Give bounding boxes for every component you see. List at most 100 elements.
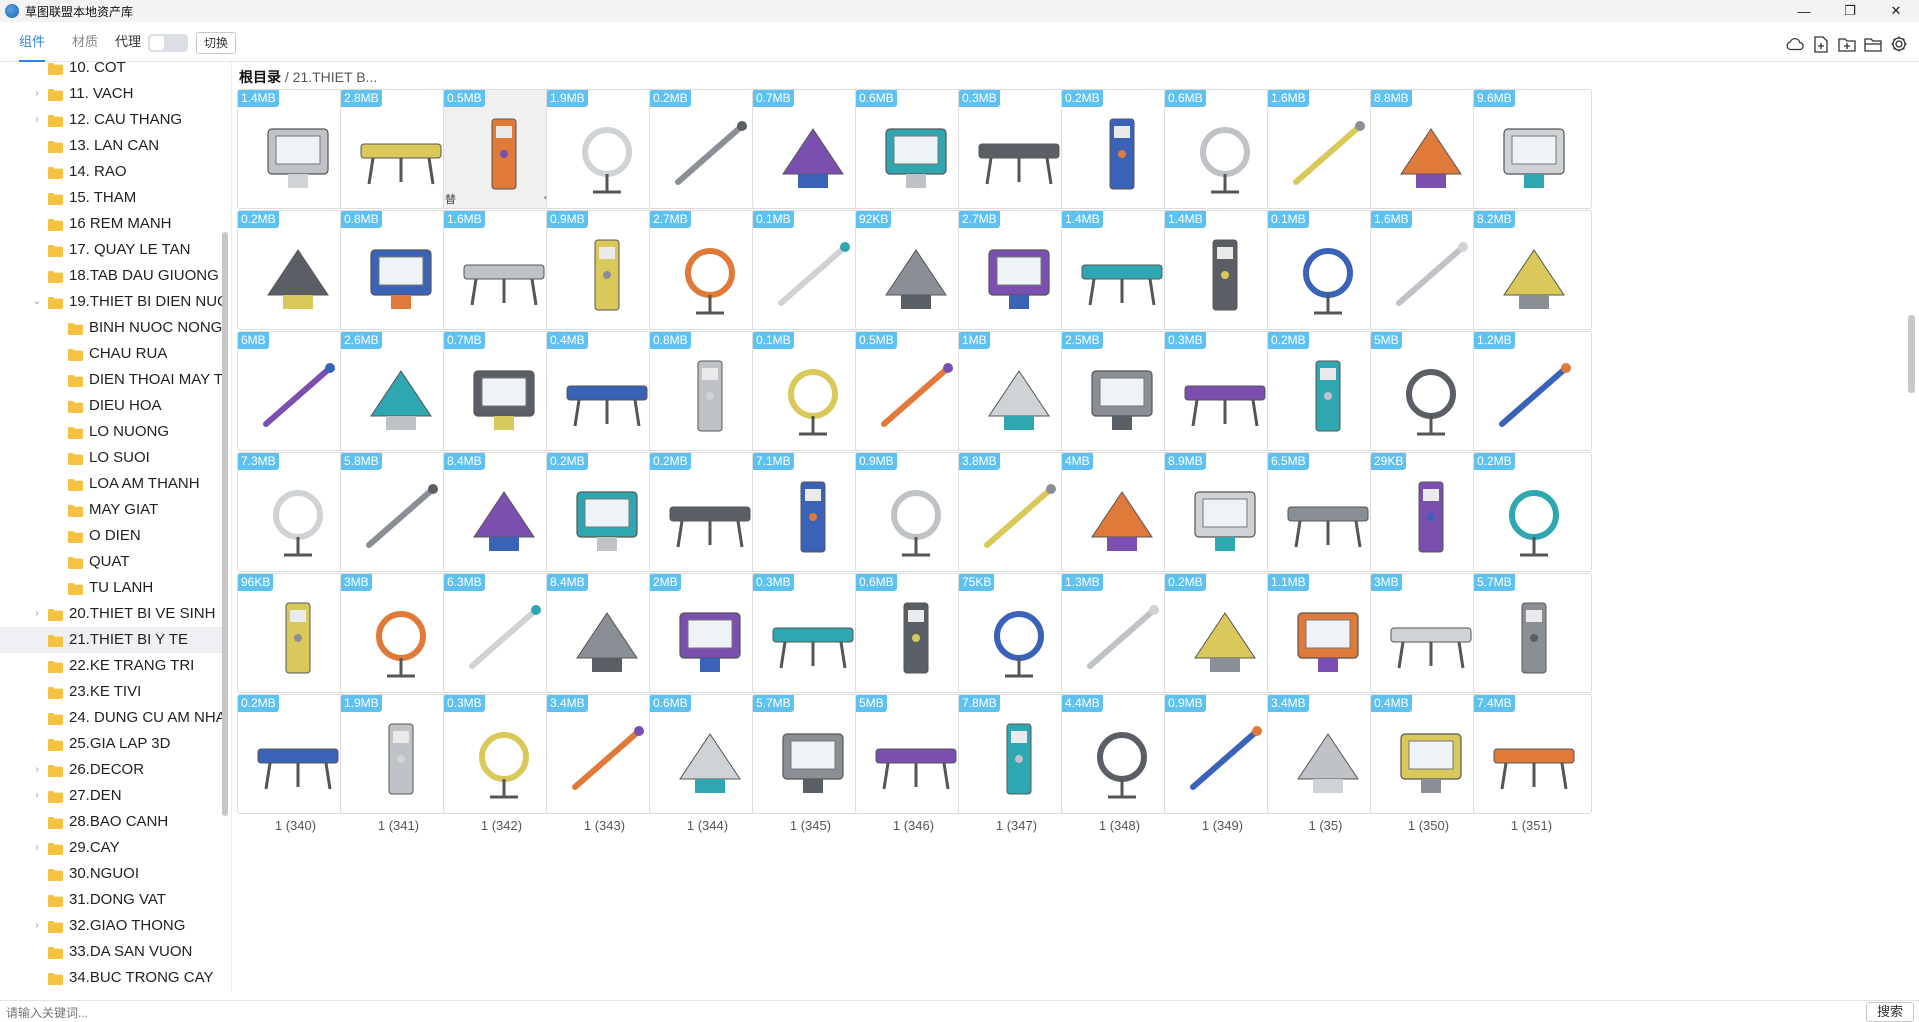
asset-card[interactable]: 3.4MB	[1267, 694, 1386, 814]
asset-card[interactable]: 5MB	[855, 694, 974, 814]
asset-card[interactable]: 8.8MB	[1370, 89, 1489, 209]
sidebar-item[interactable]: 34.BUC TRONG CAY	[0, 965, 224, 991]
open-folder-icon[interactable]	[1863, 34, 1883, 54]
asset-card[interactable]: 0.2MB	[649, 452, 768, 572]
sidebar-item[interactable]: ›29.CAY	[0, 835, 224, 861]
asset-card[interactable]: 3.8MB	[958, 452, 1077, 572]
sidebar-item[interactable]: 30.NGUOI	[0, 861, 224, 887]
sidebar-item[interactable]: LO SUOI	[0, 445, 224, 471]
chevron-right-icon[interactable]: ›	[35, 764, 39, 775]
sidebar-item[interactable]: TU LANH	[0, 575, 224, 601]
chevron-right-icon[interactable]: ›	[35, 790, 39, 801]
asset-card[interactable]: 0.3MB	[443, 694, 562, 814]
sidebar-item[interactable]: 33.DA SAN VUON	[0, 939, 224, 965]
asset-card[interactable]: 9.6MB	[1473, 89, 1592, 209]
asset-card[interactable]: 8.4MB	[546, 573, 665, 693]
asset-card[interactable]: 0.3MB	[752, 573, 871, 693]
asset-card[interactable]: 6MB	[237, 331, 356, 451]
asset-card[interactable]: 0.2MB	[1164, 573, 1283, 693]
replace-button[interactable]: 替	[445, 194, 456, 206]
asset-card[interactable]: 75KB	[958, 573, 1077, 693]
asset-card[interactable]: 0.2MB	[1267, 331, 1386, 451]
asset-card[interactable]: 0.6MB	[855, 573, 974, 693]
asset-card[interactable]: 4MB	[1061, 452, 1180, 572]
sidebar-item[interactable]: 31.DONG VAT	[0, 887, 224, 913]
sidebar-item[interactable]: 23.KE TIVI	[0, 679, 224, 705]
asset-card[interactable]: 0.1MB	[752, 210, 871, 330]
asset-card[interactable]: 1.9MB	[340, 694, 459, 814]
asset-card[interactable]: 0.9MB	[1164, 694, 1283, 814]
asset-card[interactable]: 8.4MB	[443, 452, 562, 572]
close-button[interactable]: ✕	[1890, 3, 1902, 18]
new-file-icon[interactable]	[1811, 34, 1831, 54]
sidebar-item[interactable]: LO NUONG	[0, 419, 224, 445]
asset-card[interactable]: 0.3MB	[1164, 331, 1283, 451]
asset-card[interactable]: 0.8MB	[649, 331, 768, 451]
asset-card[interactable]: 8.9MB	[1164, 452, 1283, 572]
asset-card[interactable]: 0.2MB	[1473, 452, 1592, 572]
sidebar-item[interactable]: 22.KE TRANG TRI	[0, 653, 224, 679]
sidebar-item[interactable]: 15. THAM	[0, 185, 224, 211]
sidebar-item[interactable]: ⌄19.THIET BI DIEN NUOC	[0, 289, 224, 315]
tab-components[interactable]: 组件	[19, 22, 46, 62]
asset-card[interactable]: 1.3MB	[1061, 573, 1180, 693]
sidebar-item[interactable]: BINH NUOC NONG	[0, 315, 224, 341]
asset-card[interactable]: 5.7MB	[752, 694, 871, 814]
asset-card[interactable]: 0.6MB	[649, 694, 768, 814]
asset-card[interactable]: 0.2MB	[237, 694, 356, 814]
asset-card[interactable]: 4.4MB	[1061, 694, 1180, 814]
sidebar-item[interactable]: DIEN THOAI MAY TI	[0, 367, 224, 393]
asset-card[interactable]: 0.6MB	[855, 89, 974, 209]
sidebar-item[interactable]: ›20.THIET BI VE SINH	[0, 601, 224, 627]
sidebar-item[interactable]: 18.TAB DAU GIUONG	[0, 263, 224, 289]
asset-card[interactable]: 1.4MB	[1164, 210, 1283, 330]
search-input[interactable]	[6, 1003, 1862, 1022]
asset-card[interactable]: 7.3MB	[237, 452, 356, 572]
asset-card[interactable]: 6.5MB	[1267, 452, 1386, 572]
asset-card[interactable]: 0.2MB	[1061, 89, 1180, 209]
chevron-right-icon[interactable]: ›	[35, 88, 39, 99]
grid-scrollbar[interactable]	[1908, 315, 1915, 393]
asset-card[interactable]: 8.2MB	[1473, 210, 1592, 330]
sidebar-item[interactable]: ›12. CAU THANG	[0, 107, 224, 133]
asset-card[interactable]: 0.9MB	[855, 452, 974, 572]
sidebar-item[interactable]: ›32.GIAO THONG	[0, 913, 224, 939]
sidebar-item[interactable]: 25.GIA LAP 3D	[0, 731, 224, 757]
asset-card[interactable]: 3MB	[340, 573, 459, 693]
asset-card[interactable]: 1.2MB	[1473, 331, 1592, 451]
sidebar-item[interactable]: QUAT	[0, 549, 224, 575]
asset-card[interactable]: 0.7MB	[443, 331, 562, 451]
sidebar-item[interactable]: 13. LAN CAN	[0, 133, 224, 159]
tab-materials[interactable]: 材质	[72, 34, 99, 49]
sidebar-item[interactable]: O DIEN	[0, 523, 224, 549]
asset-card[interactable]: 0.1MB	[1267, 210, 1386, 330]
asset-card[interactable]: 1.6MB	[1370, 210, 1489, 330]
asset-card[interactable]: 96KB	[237, 573, 356, 693]
sidebar-item[interactable]: 21.THIET BI Y TE	[0, 627, 224, 653]
asset-card[interactable]: 0.4MB	[546, 331, 665, 451]
asset-card[interactable]: 2.6MB	[340, 331, 459, 451]
sidebar-item[interactable]: LOA AM THANH	[0, 471, 224, 497]
asset-card[interactable]: 6.3MB	[443, 573, 562, 693]
asset-card[interactable]: 2.8MB	[340, 89, 459, 209]
sidebar-item[interactable]: ›27.DEN	[0, 783, 224, 809]
asset-card[interactable]: 1.6MB	[1267, 89, 1386, 209]
asset-card[interactable]: 5.7MB	[1473, 573, 1592, 693]
asset-card[interactable]: 1.4MB	[1061, 210, 1180, 330]
sidebar-item[interactable]: 24. DUNG CU AM NHAC	[0, 705, 224, 731]
switch-button[interactable]: 切换	[196, 32, 236, 54]
chevron-right-icon[interactable]: ›	[35, 920, 39, 931]
asset-card[interactable]: 0.5MB	[855, 331, 974, 451]
breadcrumb-root[interactable]: 根目录	[239, 69, 281, 85]
asset-card[interactable]: 1.9MB	[546, 89, 665, 209]
sidebar-item[interactable]: 28.BAO CANH	[0, 809, 224, 835]
sidebar-item[interactable]: 16 REM MANH	[0, 211, 224, 237]
asset-card[interactable]: 0.4MB	[1370, 694, 1489, 814]
asset-card[interactable]: 2.5MB	[1061, 331, 1180, 451]
sidebar-item[interactable]: CHAU RUA	[0, 341, 224, 367]
asset-card[interactable]: 5MB	[1370, 331, 1489, 451]
sidebar-item[interactable]: DIEU HOA	[0, 393, 224, 419]
chevron-right-icon[interactable]: ›	[35, 608, 39, 619]
asset-card[interactable]: 0.6MB	[1164, 89, 1283, 209]
asset-card[interactable]: 2.7MB	[958, 210, 1077, 330]
